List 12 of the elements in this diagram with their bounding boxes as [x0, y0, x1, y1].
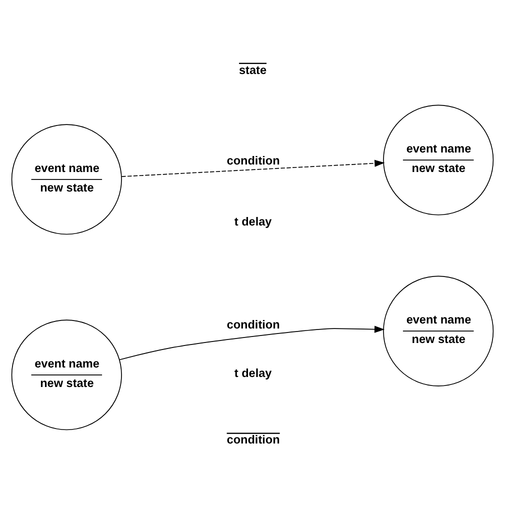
edge-label: condition	[226, 154, 280, 167]
node-circle: event name new state	[11, 319, 122, 430]
node-circle: event name new state	[383, 275, 494, 386]
arrow	[121, 159, 385, 176]
node-circle: event name new state	[383, 104, 494, 215]
label: t delay	[234, 214, 272, 228]
arrow	[119, 325, 385, 360]
edge-label: condition	[226, 318, 280, 332]
label: condition	[226, 433, 280, 446]
node-circle: event name new state	[11, 124, 122, 234]
label: state	[239, 63, 267, 76]
label: t delay	[234, 366, 272, 380]
